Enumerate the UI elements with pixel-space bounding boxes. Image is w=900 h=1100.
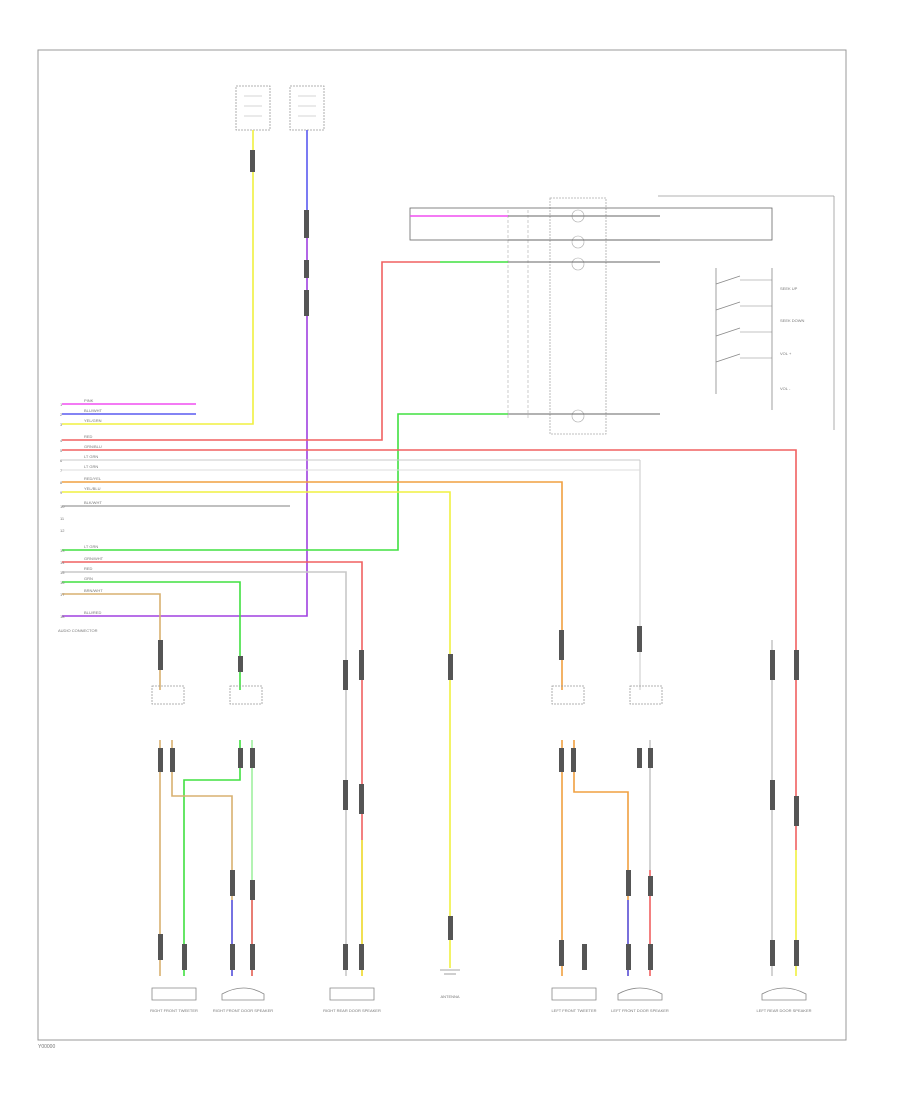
- footer-code: Y00000: [38, 1044, 56, 1050]
- wire-gray-right-rear: [62, 571, 347, 976]
- wire-tan-right-tweeter: [62, 593, 161, 690]
- pin-num-11: 11: [60, 516, 65, 521]
- pin-num-5: 5: [60, 448, 63, 453]
- pin-wire-13: LT GRN: [84, 544, 98, 549]
- pin-num-14: 14: [60, 560, 65, 565]
- speaker-icon-left-front-door: [617, 987, 663, 1001]
- audio-connector: 1 PINK 2 BLU/WHT 3 YEL/GRN 4 RED 5 GRN/B…: [58, 398, 104, 633]
- pin-wire-10: BLK/WHT: [84, 500, 102, 505]
- wire-red-left-rear: [62, 449, 797, 850]
- pin-wire-15: RED: [84, 566, 93, 571]
- wire-red-switch: [62, 261, 440, 441]
- mid-connector-blocks: [151, 685, 663, 705]
- pin-num-16: 16: [60, 580, 65, 585]
- label-right-front-door-speaker: RIGHT FRONT DOOR SPEAKER: [213, 1008, 273, 1013]
- antenna-ground-icon: [440, 969, 460, 975]
- wire-purple-feed: [62, 220, 308, 617]
- pin-num-12: 12: [60, 528, 65, 533]
- pin-wire-2: BLU/WHT: [84, 408, 103, 413]
- speaker-icon-left-rear-door: [761, 987, 807, 1001]
- wire-tan-right-front-door: [171, 740, 233, 976]
- connector-label: AUDIO CONNECTOR: [58, 628, 98, 633]
- pin-wire-9: YEL/BLU: [84, 486, 101, 491]
- pin-wire-5: GRN/BLU: [84, 444, 102, 449]
- speaker-icon-right-rear-door: [329, 987, 375, 1001]
- pin-wire-6: LT GRN: [84, 454, 98, 459]
- pin-num-4: 4: [60, 438, 63, 443]
- pin-num-7: 7: [60, 468, 63, 473]
- switch-contacts: [715, 275, 772, 363]
- pin-num-6: 6: [60, 458, 63, 463]
- steering-switch-block: SEEK UP SEEK DOWN VOL + VOL -: [409, 195, 835, 435]
- speaker-icon-right-front-tweeter: [151, 987, 197, 1001]
- pin-wire-16: GRN: [84, 576, 93, 581]
- fuse-block-right: [289, 85, 325, 131]
- label-left-front-tweeter: LEFT FRONT TWEETER: [551, 1008, 596, 1013]
- pin-num-2: 2: [60, 412, 63, 417]
- wire-yellow-feed: [62, 130, 254, 425]
- pin-num-13: 13: [60, 548, 65, 553]
- label-antenna: ANTENNA: [440, 994, 459, 999]
- inline-connectors: [158, 150, 799, 970]
- pin-num-3: 3: [60, 422, 63, 427]
- pin-wire-7: LT GRN: [84, 464, 98, 469]
- pin-wire-14: GRN/WHT: [84, 556, 104, 561]
- pin-wire-3: YEL/GRN: [84, 418, 102, 423]
- switch-label-seek-up: SEEK UP: [780, 286, 798, 291]
- switch-label-seek-down: SEEK DOWN: [780, 318, 805, 323]
- pin-num-10: 10: [60, 504, 65, 509]
- component-labels: RIGHT FRONT TWEETER RIGHT FRONT DOOR SPE…: [150, 994, 812, 1013]
- pin-wire-17: BRN/WHT: [84, 588, 103, 593]
- wire-orange-left-front-door: [573, 740, 629, 976]
- pin-wire-4: RED: [84, 434, 93, 439]
- diagram-frame: [37, 49, 847, 1041]
- wire-red-right-rear: [62, 561, 363, 976]
- wire-green-right-front: [62, 581, 241, 690]
- pin-num-1: 1: [60, 402, 63, 407]
- speaker-icon-right-front-door: [221, 987, 265, 1001]
- wires: [62, 130, 797, 976]
- wire-orange-left-tweeter: [62, 481, 563, 690]
- label-left-rear-door-speaker: LEFT REAR DOOR SPEAKER: [756, 1008, 811, 1013]
- label-right-front-tweeter: RIGHT FRONT TWEETER: [150, 1008, 198, 1013]
- label-right-rear-door-speaker: RIGHT REAR DOOR SPEAKER: [323, 1008, 381, 1013]
- pin-wire-8: RED/YEL: [84, 476, 102, 481]
- switch-label-vol-up: VOL +: [780, 351, 792, 356]
- pin-num-15: 15: [60, 570, 65, 575]
- pin-wire-18: BLU/RED: [84, 610, 101, 615]
- pin-num-8: 8: [60, 480, 63, 485]
- speaker-icon-left-front-tweeter: [551, 987, 597, 1001]
- speaker-icons: [151, 987, 807, 1001]
- pin-num-18: 18: [60, 614, 65, 619]
- switch-label-vol-down: VOL -: [780, 386, 791, 391]
- pin-num-17: 17: [60, 592, 65, 597]
- wire-yellow-antenna: [62, 491, 451, 968]
- fuse-block-left: [235, 85, 271, 131]
- pin-wire-1: PINK: [84, 398, 94, 403]
- label-left-front-door-speaker: LEFT FRONT DOOR SPEAKER: [611, 1008, 669, 1013]
- pin-num-9: 9: [60, 490, 63, 495]
